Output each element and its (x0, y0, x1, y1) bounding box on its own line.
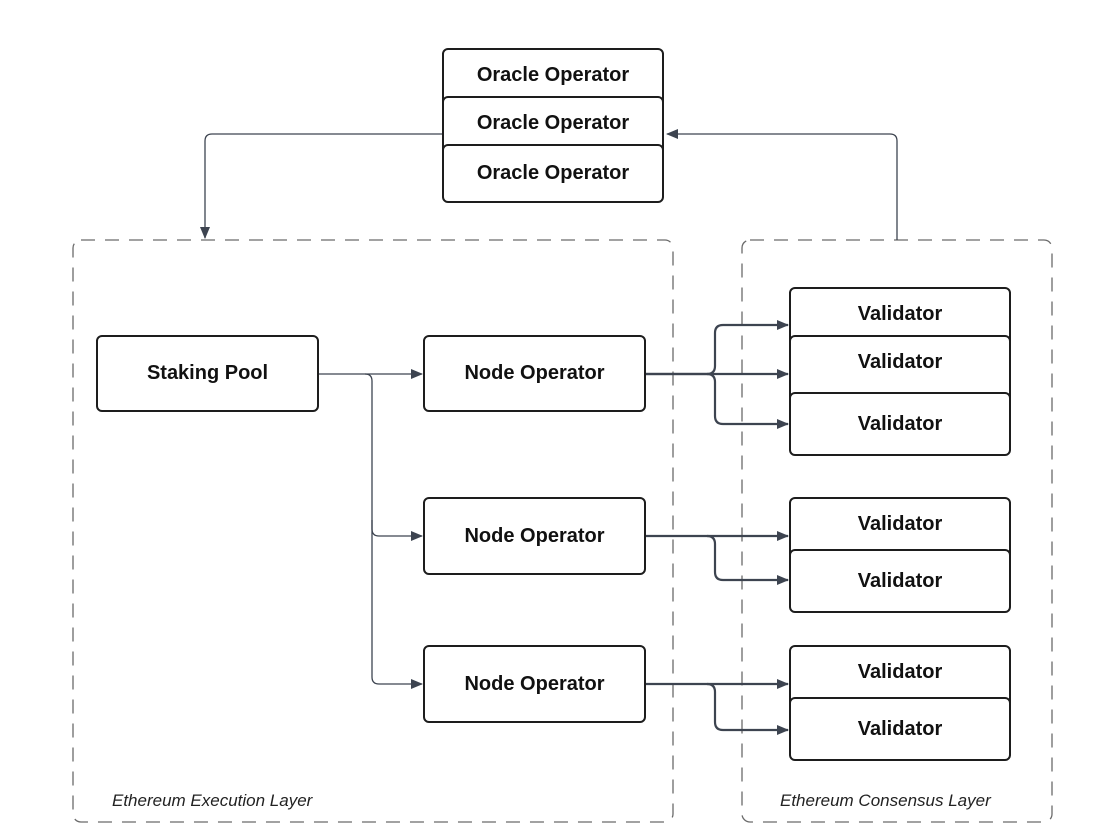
staking-pool: Staking Pool (96, 335, 319, 412)
execution-layer-boundary (72, 239, 674, 823)
oracle-operator-3: Oracle Operator (442, 144, 664, 203)
node-operator-3: Node Operator (423, 645, 646, 723)
arrow-node3-to-validator-7 (706, 682, 789, 735)
node-operator-1: Node Operator (423, 335, 646, 412)
arrow-pool-to-node-3 (371, 520, 423, 689)
validator-3: Validator (789, 392, 1011, 456)
node-operator-2: Node Operator (423, 497, 646, 575)
arrow-consensus-to-oracle (666, 129, 898, 240)
arrow-node1-to-validator-1 (645, 320, 789, 376)
consensus-layer-label: Ethereum Consensus Layer (780, 791, 991, 810)
arrow-node1-to-validator-3 (706, 372, 789, 429)
validator-5: Validator (789, 549, 1011, 613)
arrow-oracle-to-execution (200, 133, 443, 239)
execution-layer-label: Ethereum Execution Layer (112, 791, 313, 810)
validator-7: Validator (789, 697, 1011, 761)
arrow-pool-to-node-2 (364, 373, 423, 541)
arrow-node2-to-validator-5 (706, 534, 789, 585)
